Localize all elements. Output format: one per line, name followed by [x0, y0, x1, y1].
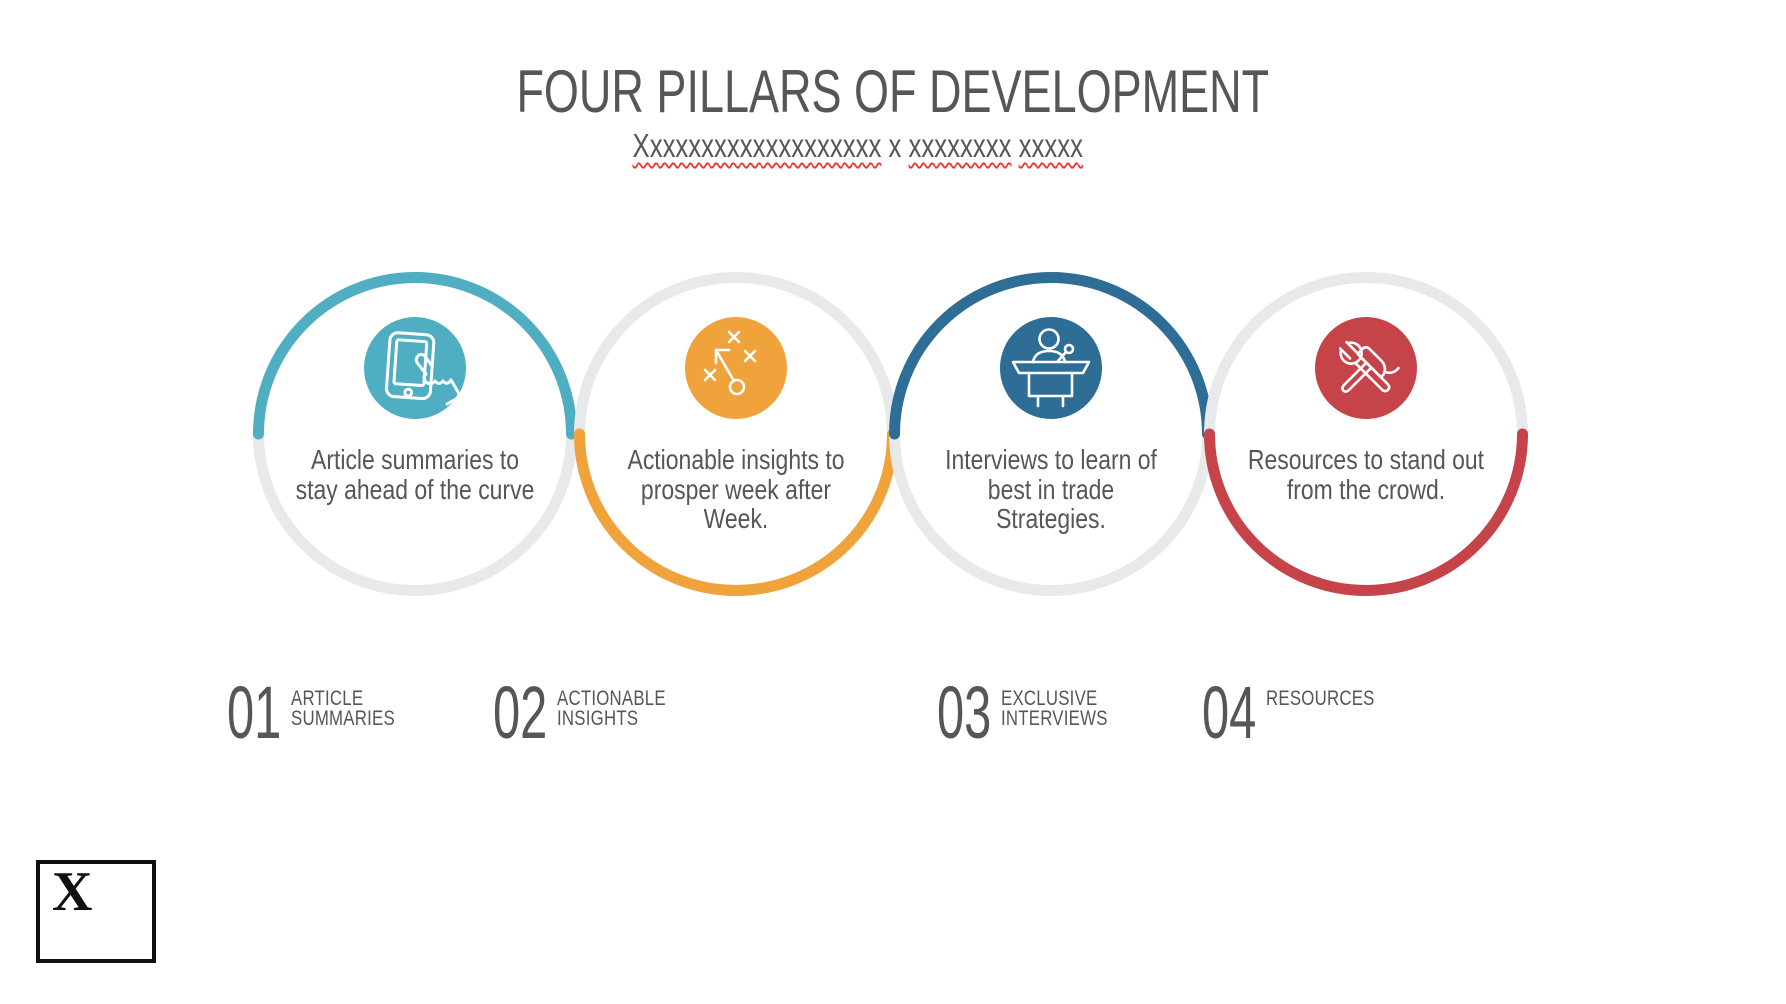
- logo-letter: X: [52, 861, 93, 923]
- pillar-label[interactable]: EXCLUSIVE INTERVIEWS: [1001, 687, 1108, 730]
- pillar-ring-02[interactable]: [571, 269, 901, 599]
- ring-colored-arc: [253, 272, 577, 440]
- pillar-description[interactable]: Resources to stand out from the crowd.: [1247, 444, 1485, 505]
- icon-disc: [1315, 317, 1417, 419]
- ring-colored-arc: [574, 428, 898, 596]
- pillar-ring-03[interactable]: [886, 269, 1216, 599]
- icon-disc: [1000, 317, 1102, 419]
- ring-colored-arc: [1204, 428, 1528, 596]
- tablet-touch-icon: [385, 331, 461, 406]
- pillar-description[interactable]: Article summaries to stay ahead of the c…: [295, 444, 535, 505]
- speaker-podium-icon: [1011, 328, 1091, 408]
- hammer-wrench-icon: [1336, 338, 1400, 393]
- subtitle-placeholder[interactable]: Xxxxxxxxxxxxxxxxxxx x xxxxxxxx xxxxx: [0, 129, 1751, 162]
- pillar-number[interactable]: 02: [493, 671, 548, 754]
- page-title[interactable]: FOUR PILLARS OF DEVELOPMENT: [0, 62, 1786, 122]
- icon-disc: [685, 317, 787, 419]
- icon-disc: [364, 317, 466, 419]
- subtitle-separator: x: [888, 127, 902, 164]
- logo-box[interactable]: X: [36, 860, 156, 963]
- pillar-label[interactable]: ARTICLE SUMMARIES: [291, 687, 395, 730]
- pillar-description[interactable]: Actionable insights to prosper week afte…: [627, 444, 845, 534]
- pillar-ring-01[interactable]: [250, 269, 580, 599]
- pillar-number[interactable]: 04: [1202, 671, 1257, 754]
- misspelled-word-3: xxxxx: [1018, 127, 1084, 164]
- pillar-label[interactable]: ACTIONABLE INSIGHTS: [557, 687, 666, 730]
- pillar-label[interactable]: RESOURCES: [1266, 687, 1375, 710]
- ring-colored-arc: [889, 272, 1213, 440]
- strategy-play-icon: [703, 330, 757, 396]
- misspelled-word-2: xxxxxxxx: [908, 127, 1012, 164]
- pillar-ring-04[interactable]: [1201, 269, 1531, 599]
- pillar-number[interactable]: 03: [937, 671, 992, 754]
- misspelled-word-1: Xxxxxxxxxxxxxxxxxxx: [632, 127, 882, 164]
- pillar-description[interactable]: Interviews to learn of best in trade Str…: [945, 444, 1157, 534]
- pillar-number[interactable]: 01: [227, 671, 282, 754]
- page-title-text: FOUR PILLARS OF DEVELOPMENT: [516, 58, 1270, 125]
